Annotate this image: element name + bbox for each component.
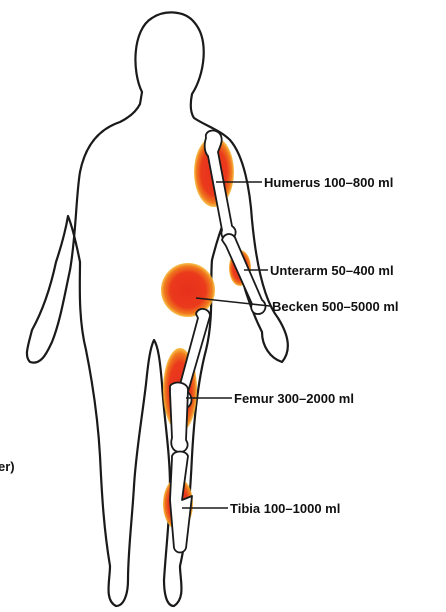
pelvis-hemorrhage: [161, 263, 215, 317]
femur-shaft-lower: [170, 383, 188, 452]
cropped-text: er): [0, 459, 15, 474]
humerus-label: Humerus 100–800 ml: [264, 175, 393, 190]
unterarm-label: Unterarm 50–400 ml: [270, 263, 394, 278]
femur-label: Femur 300–2000 ml: [234, 391, 354, 406]
body-outline: [27, 12, 288, 606]
becken-label: Becken 500–5000 ml: [272, 299, 398, 314]
tibia-label: Tibia 100–1000 ml: [230, 501, 340, 516]
